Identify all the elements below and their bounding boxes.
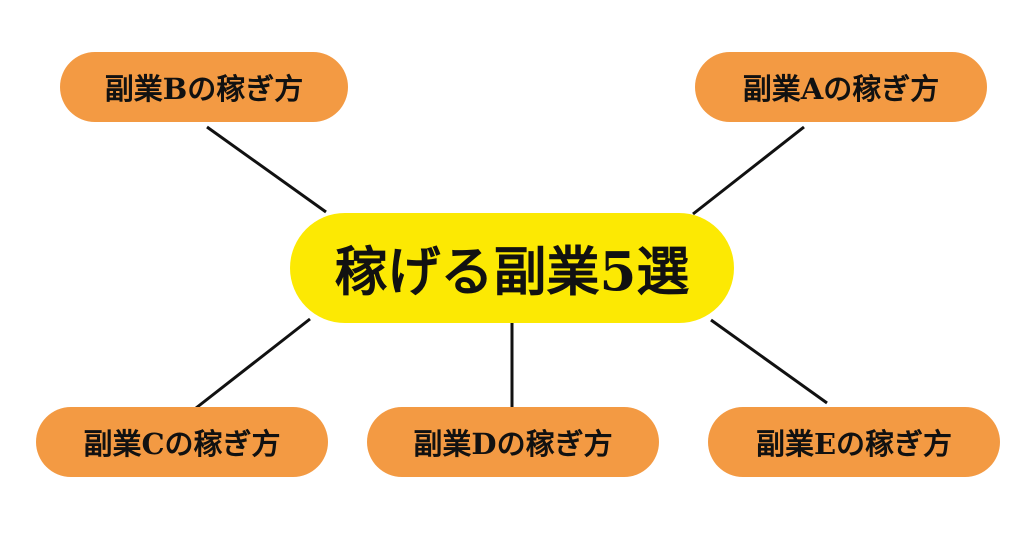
branch-node-d: 副業Dの稼ぎ方 [367, 407, 659, 477]
branch-node-e: 副業Eの稼ぎ方 [708, 407, 1000, 477]
branch-node-a: 副業Aの稼ぎ方 [695, 52, 987, 122]
central-topic-label: 稼げる副業5選 [334, 241, 690, 303]
branch-label-c: 副業Cの稼ぎ方 [83, 427, 281, 461]
branch-label-d: 副業Dの稼ぎ方 [413, 427, 613, 461]
connector-c [195, 317, 311, 410]
connector-a [692, 125, 805, 216]
branch-node-c: 副業Cの稼ぎ方 [36, 407, 328, 477]
central-topic: 稼げる副業5選 [290, 213, 734, 323]
branch-node-b: 副業Bの稼ぎ方 [60, 52, 348, 122]
branch-label-e: 副業Eの稼ぎ方 [755, 427, 953, 461]
connector-b [206, 125, 327, 214]
connector-e [710, 318, 828, 405]
branch-label-b: 副業Bの稼ぎ方 [104, 72, 304, 106]
branch-label-a: 副業Aの稼ぎ方 [742, 72, 940, 106]
